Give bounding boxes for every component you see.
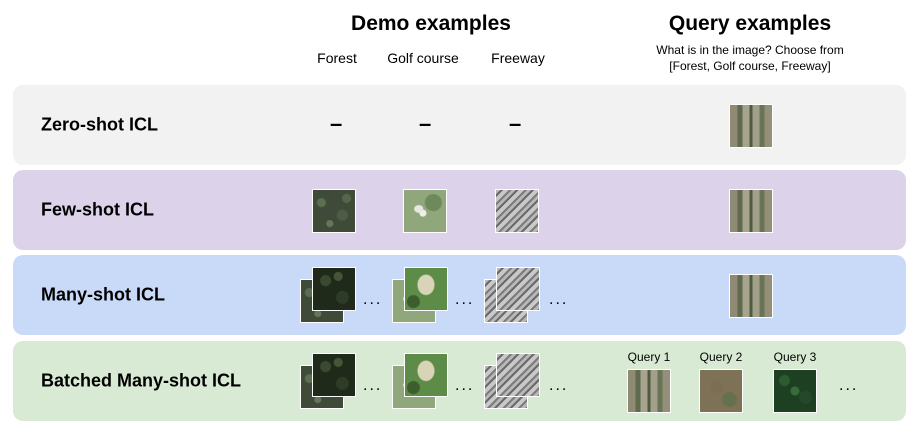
- row-many-shot: Many-shot ICL ... ... ...: [13, 255, 906, 335]
- demo-examples-heading: Demo examples: [351, 12, 511, 35]
- row-label-many-shot: Many-shot ICL: [41, 284, 165, 305]
- demo-stack-freeway-front: [496, 267, 540, 311]
- demo-stack-forest-front: [312, 267, 356, 311]
- dash-golf-course: –: [419, 111, 432, 136]
- row-batched-many-shot: Batched Many-shot ICL ... ... ... Query …: [13, 341, 906, 421]
- query-image-freeway: [729, 274, 773, 318]
- query-image-1: [627, 369, 671, 413]
- query-label-1: Query 1: [627, 350, 671, 364]
- column-label-forest: Forest: [317, 50, 357, 66]
- dash-forest: –: [330, 111, 343, 136]
- query-image-freeway: [729, 104, 773, 148]
- row-label-zero-shot: Zero-shot ICL: [41, 114, 158, 135]
- ellipsis-forest: ...: [363, 377, 383, 394]
- demo-image-freeway: [495, 189, 539, 233]
- query-examples-heading: Query examples: [668, 12, 832, 35]
- demo-image-golf-course: [403, 189, 447, 233]
- ellipsis-golf-course: ...: [455, 291, 475, 308]
- demo-stack-freeway-front: [496, 353, 540, 397]
- column-label-golf-course: Golf course: [387, 50, 459, 66]
- query-prompt-line-2: [Forest, Golf course, Freeway]: [669, 59, 831, 73]
- demo-image-forest: [312, 189, 356, 233]
- ellipsis-freeway: ...: [549, 291, 569, 308]
- column-label-freeway: Freeway: [491, 50, 545, 66]
- demo-stack-golf-front: [404, 267, 448, 311]
- dash-freeway: –: [509, 111, 522, 136]
- ellipsis-golf-course: ...: [455, 377, 475, 394]
- query-image-3: [773, 369, 817, 413]
- ellipsis-freeway: ...: [549, 377, 569, 394]
- ellipsis-forest: ...: [363, 291, 383, 308]
- query-prompt: What is in the image? Choose from [Fores…: [630, 42, 870, 74]
- demo-stack-golf-front: [404, 353, 448, 397]
- ellipsis-queries: ...: [839, 377, 859, 394]
- query-label-3: Query 3: [773, 350, 817, 364]
- row-label-few-shot: Few-shot ICL: [41, 199, 154, 220]
- row-zero-shot: Zero-shot ICL – – –: [13, 85, 906, 165]
- query-label-2: Query 2: [699, 350, 743, 364]
- query-prompt-line-1: What is in the image? Choose from: [656, 43, 844, 57]
- query-image-freeway: [729, 189, 773, 233]
- query-image-2: [699, 369, 743, 413]
- demo-stack-forest-front: [312, 353, 356, 397]
- row-few-shot: Few-shot ICL: [13, 170, 906, 250]
- row-label-batched-many-shot: Batched Many-shot ICL: [41, 370, 242, 391]
